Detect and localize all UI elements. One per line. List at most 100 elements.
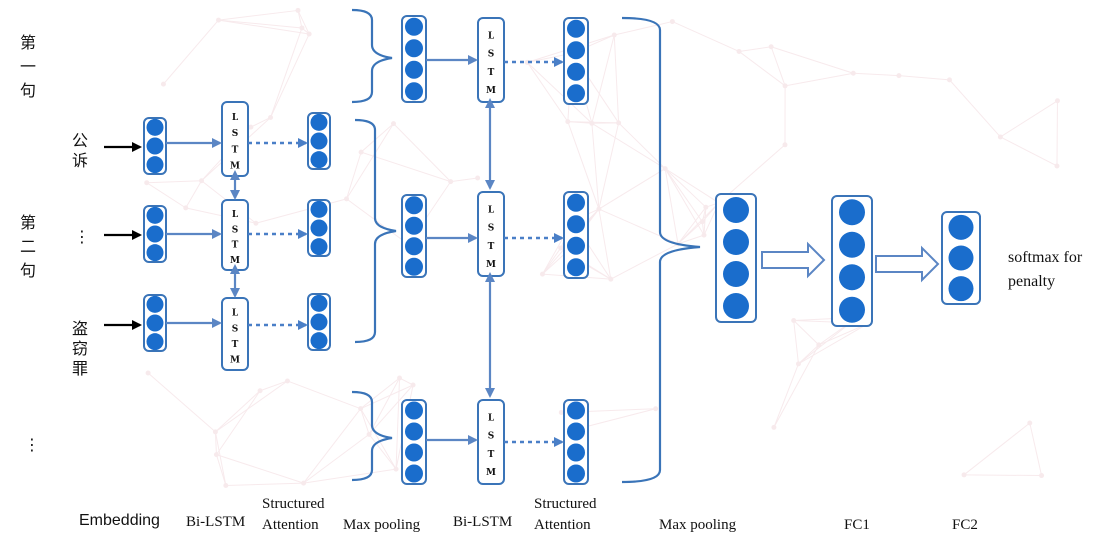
sentence2-char: 第 (20, 213, 36, 232)
output-label-line1: softmax for (1008, 249, 1083, 266)
bg-link (567, 121, 600, 210)
bg-dot (306, 31, 312, 37)
bg-dot (393, 466, 399, 472)
vector-node (405, 237, 423, 256)
bg-link (368, 384, 414, 435)
vector-node (839, 231, 865, 258)
vector-box (401, 194, 427, 278)
vector-node (567, 62, 585, 81)
vector-node (405, 422, 423, 441)
bg-dot (565, 119, 571, 125)
embedding-vector (143, 205, 167, 263)
vector-box (401, 399, 427, 485)
more-sentences-ellipsis: ⋮ (24, 435, 40, 454)
lstm-letter: S (488, 50, 495, 60)
vector-node (948, 276, 974, 302)
bg-link (677, 206, 707, 245)
lstm-letter: L (232, 309, 239, 319)
bg-dot (358, 406, 364, 412)
bg-link (738, 46, 772, 52)
input-arrows (104, 142, 142, 330)
bg-link (255, 198, 347, 224)
lstm-letter: T (488, 450, 495, 460)
vector-node (405, 60, 423, 79)
bg-link (598, 208, 612, 280)
lstm-letter: M (486, 86, 496, 96)
lstm-letter: L (488, 413, 495, 423)
word-3-char: 罪 (72, 359, 88, 378)
bg-link (360, 408, 397, 470)
lstm-cell: LSTM (477, 191, 505, 277)
bg-link (399, 377, 414, 386)
bg-link (591, 122, 666, 170)
bg-link (703, 207, 707, 236)
maxpool-vector (401, 194, 427, 278)
bg-link (218, 19, 302, 29)
max-pooling-braces (351, 8, 701, 484)
bg-dot (662, 166, 668, 172)
sentence2-char: 二 (20, 237, 36, 256)
fc-arrows (761, 241, 940, 283)
brace-middle (354, 118, 397, 344)
lstm-letter: M (486, 260, 496, 270)
vector-node (948, 214, 974, 240)
word-1-char: 公 (72, 131, 88, 150)
bg-dot (1039, 473, 1045, 479)
bg-link (664, 168, 707, 208)
bg-dot (539, 271, 545, 277)
bg-link (215, 454, 227, 486)
vector-node (567, 19, 585, 38)
bg-dot (736, 48, 742, 54)
bg-link (259, 380, 288, 392)
bg-link (270, 27, 303, 118)
bg-link (598, 168, 666, 210)
bg-link (610, 243, 679, 280)
lstm-letter: S (232, 129, 239, 139)
lstm-letter: T (488, 68, 495, 78)
vector-node (146, 295, 164, 313)
bg-link (360, 377, 400, 410)
bg-link (270, 33, 310, 118)
lstm-letter: S (232, 324, 239, 334)
bg-dot (596, 206, 602, 212)
bg-dot (160, 81, 166, 87)
word-3-char: 窃 (72, 339, 88, 358)
vector-node (405, 464, 423, 483)
bg-link (368, 377, 400, 435)
maxpool-vector (401, 15, 427, 103)
bg-dot (896, 73, 902, 79)
vector-node (405, 82, 423, 101)
bg-link (591, 123, 600, 210)
label-bilstm-2: Bi-LSTM (453, 514, 512, 530)
vector-node (310, 238, 328, 256)
vector-node (310, 313, 328, 331)
vector-node (948, 245, 974, 271)
vector-box (563, 399, 589, 485)
sentence-2-label: 第 二 句 (20, 213, 36, 280)
output-label-line2: penalty (1008, 273, 1055, 290)
bg-dot (558, 245, 564, 251)
bg-link (963, 422, 1031, 476)
bg-link (598, 208, 679, 245)
lstm-letter: L (488, 205, 495, 215)
sentence2-char: 句 (20, 261, 36, 280)
bg-link (146, 182, 187, 209)
bg-dot (145, 370, 151, 376)
lstm-letter: L (232, 113, 239, 123)
lstm-cell: LSTM (221, 101, 249, 177)
bg-link (393, 123, 452, 182)
bg-link (250, 117, 271, 128)
bg-link (664, 168, 703, 223)
bg-dot (390, 121, 396, 127)
lstm-letter: S (488, 432, 495, 442)
label-bilstm-1: Bi-LSTM (186, 514, 245, 530)
bg-link (216, 454, 304, 484)
label-fc1: FC1 (844, 517, 870, 533)
bg-dot (397, 375, 403, 381)
bg-link (346, 198, 409, 245)
attention-vector (563, 191, 589, 279)
vector-node (146, 156, 164, 174)
bg-link (613, 34, 620, 123)
bg-link (215, 390, 261, 433)
